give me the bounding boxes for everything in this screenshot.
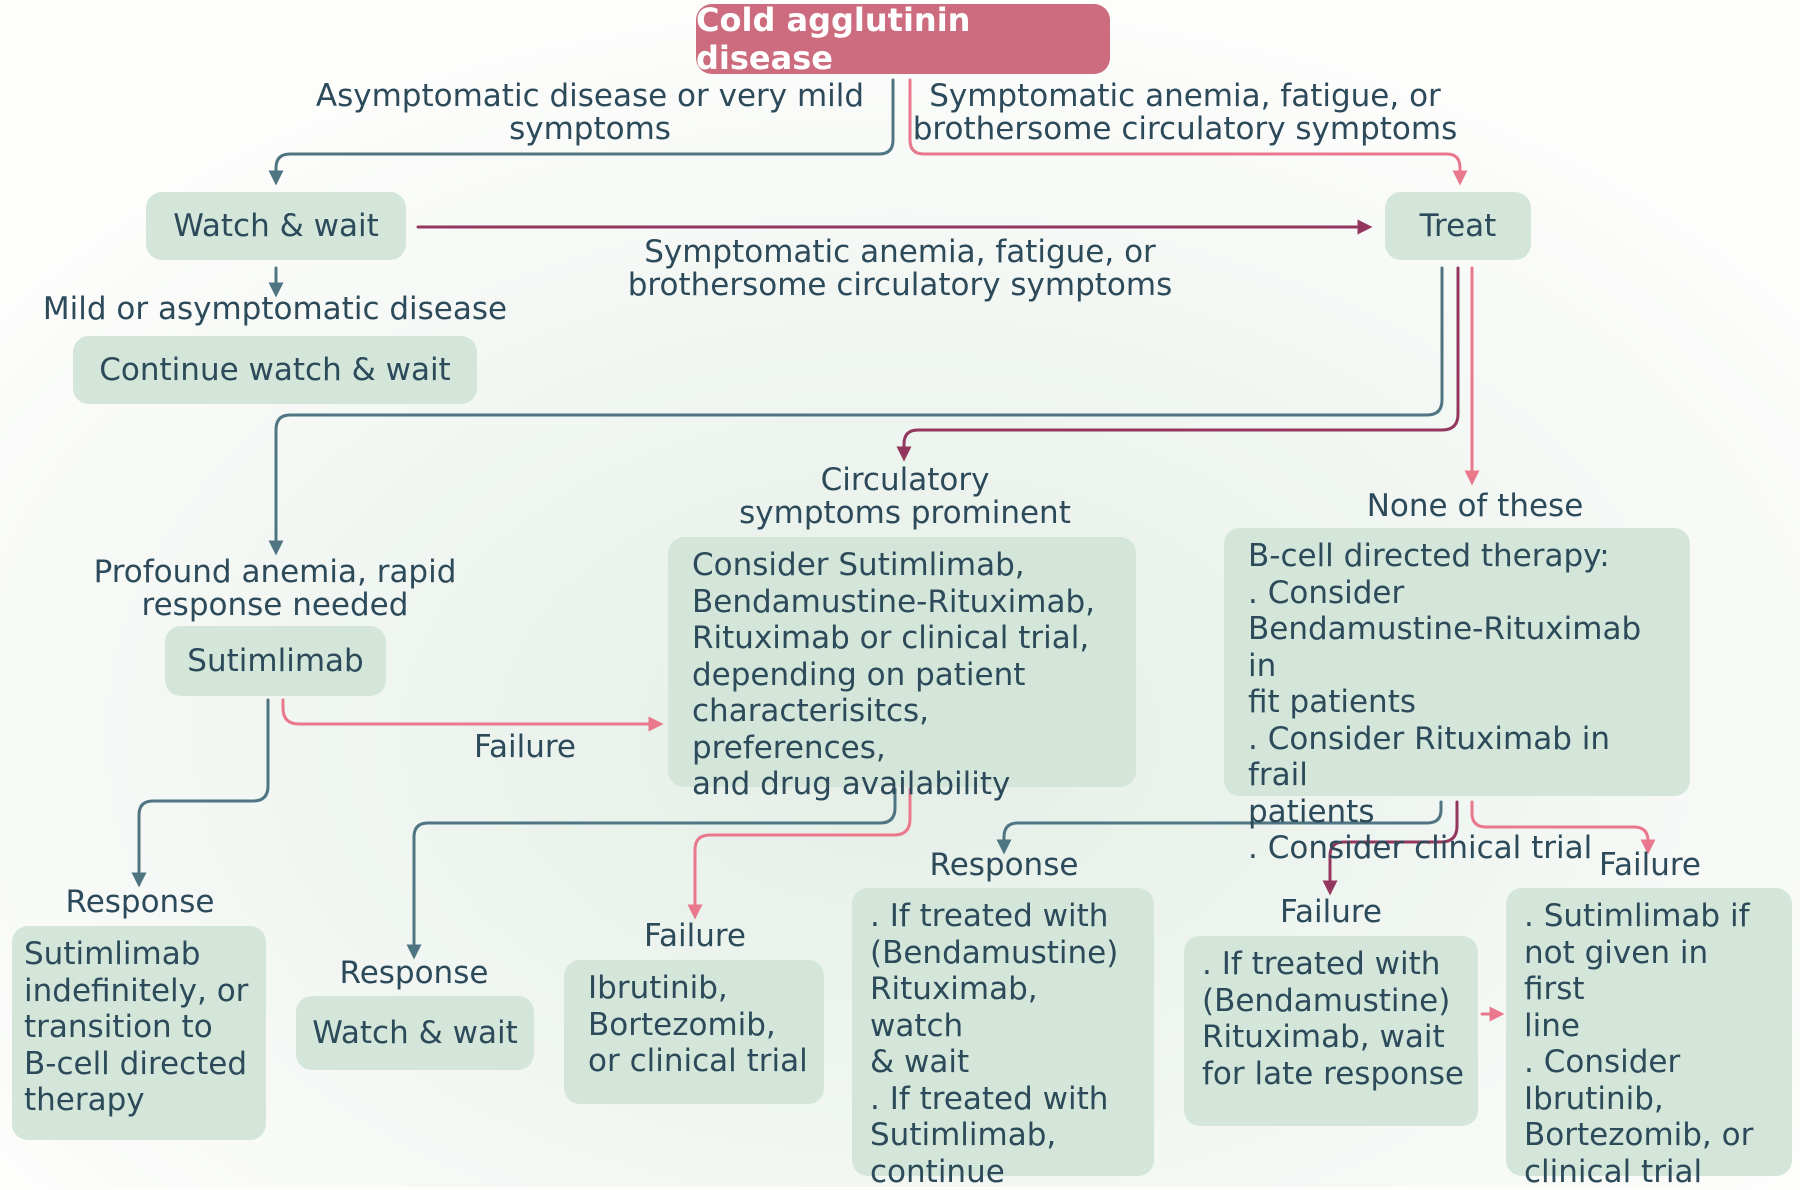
circulatory-response-box: Watch & wait <box>296 996 534 1070</box>
none-response-label: Response <box>929 847 1079 883</box>
watch-wait-box: Watch & wait <box>146 192 406 260</box>
circulatory-response-label: Response <box>339 955 489 991</box>
treat-label: Treat <box>1419 208 1497 244</box>
arrow-sutimlimab-failure <box>281 698 664 732</box>
arrow-treat-to-profound <box>268 266 1444 556</box>
circulatory-label: Circulatory symptoms prominent <box>739 462 1071 531</box>
arrow-none-failure2 <box>1470 800 1656 855</box>
arrow-treat-to-circulatory <box>896 266 1460 462</box>
none-failure-label: Failure <box>1280 894 1382 930</box>
sutimlimab-response-box: Sutimlimab indefinitely, or transition t… <box>12 926 266 1140</box>
sutimlimab-label: Sutimlimab <box>187 643 364 679</box>
watch-wait-label: Watch & wait <box>173 208 379 244</box>
continue-watch-label: Continue watch & wait <box>99 352 451 388</box>
arrow-circulatory-failure <box>687 787 912 920</box>
arrow-sutimlimab-response <box>131 698 270 888</box>
circulatory-failure-label: Failure <box>644 918 746 954</box>
continue-watch-box: Continue watch & wait <box>73 336 477 404</box>
root-label: Cold agglutinin disease <box>696 1 971 77</box>
watch-to-treat-label: Symptomatic anemia, fatigue, or brothers… <box>627 234 1173 303</box>
none-failure-box: . If treated with (Bendamustine) Rituxim… <box>1184 936 1478 1126</box>
symptomatic-branch-label: Symptomatic anemia, fatigue, or brothers… <box>912 78 1458 147</box>
mild-disease-label: Mild or asymptomatic disease <box>42 291 508 327</box>
none-failure2-label: Failure <box>1599 847 1701 883</box>
circulatory-failure-box: Ibrutinib, Bortezomib, or clinical trial <box>564 960 824 1104</box>
arrow-circulatory-response <box>406 787 897 960</box>
none-response-box: . If treated with (Bendamustine) Rituxim… <box>852 888 1154 1190</box>
sutimlimab-response-label: Response <box>65 884 215 920</box>
circulatory-box: Consider Sutimlimab, Bendamustine-Rituxi… <box>668 537 1136 802</box>
circulatory-response-text: Watch & wait <box>312 1015 518 1051</box>
arrow-none-failure <box>1322 800 1459 896</box>
root-node: Cold agglutinin disease <box>696 1 1110 77</box>
none-of-these-label: None of these <box>1366 488 1584 524</box>
sutimlimab-box: Sutimlimab <box>165 626 386 696</box>
none-failure2-box: . Sutimlimab if not given in first line … <box>1506 888 1792 1190</box>
arrow-root-to-treat <box>908 78 1468 186</box>
asymptomatic-branch-label: Asymptomatic disease or very mild sympto… <box>315 78 865 147</box>
b-cell-therapy-box: B-cell directed therapy: . Consider Bend… <box>1224 528 1690 866</box>
treat-box: Treat <box>1385 192 1531 260</box>
profound-anemia-label: Profound anemia, rapid response needed <box>93 554 457 623</box>
arrow-none-response <box>996 800 1443 855</box>
sutimlimab-failure-label: Failure <box>474 729 576 765</box>
arrow-root-to-watch <box>268 78 895 186</box>
